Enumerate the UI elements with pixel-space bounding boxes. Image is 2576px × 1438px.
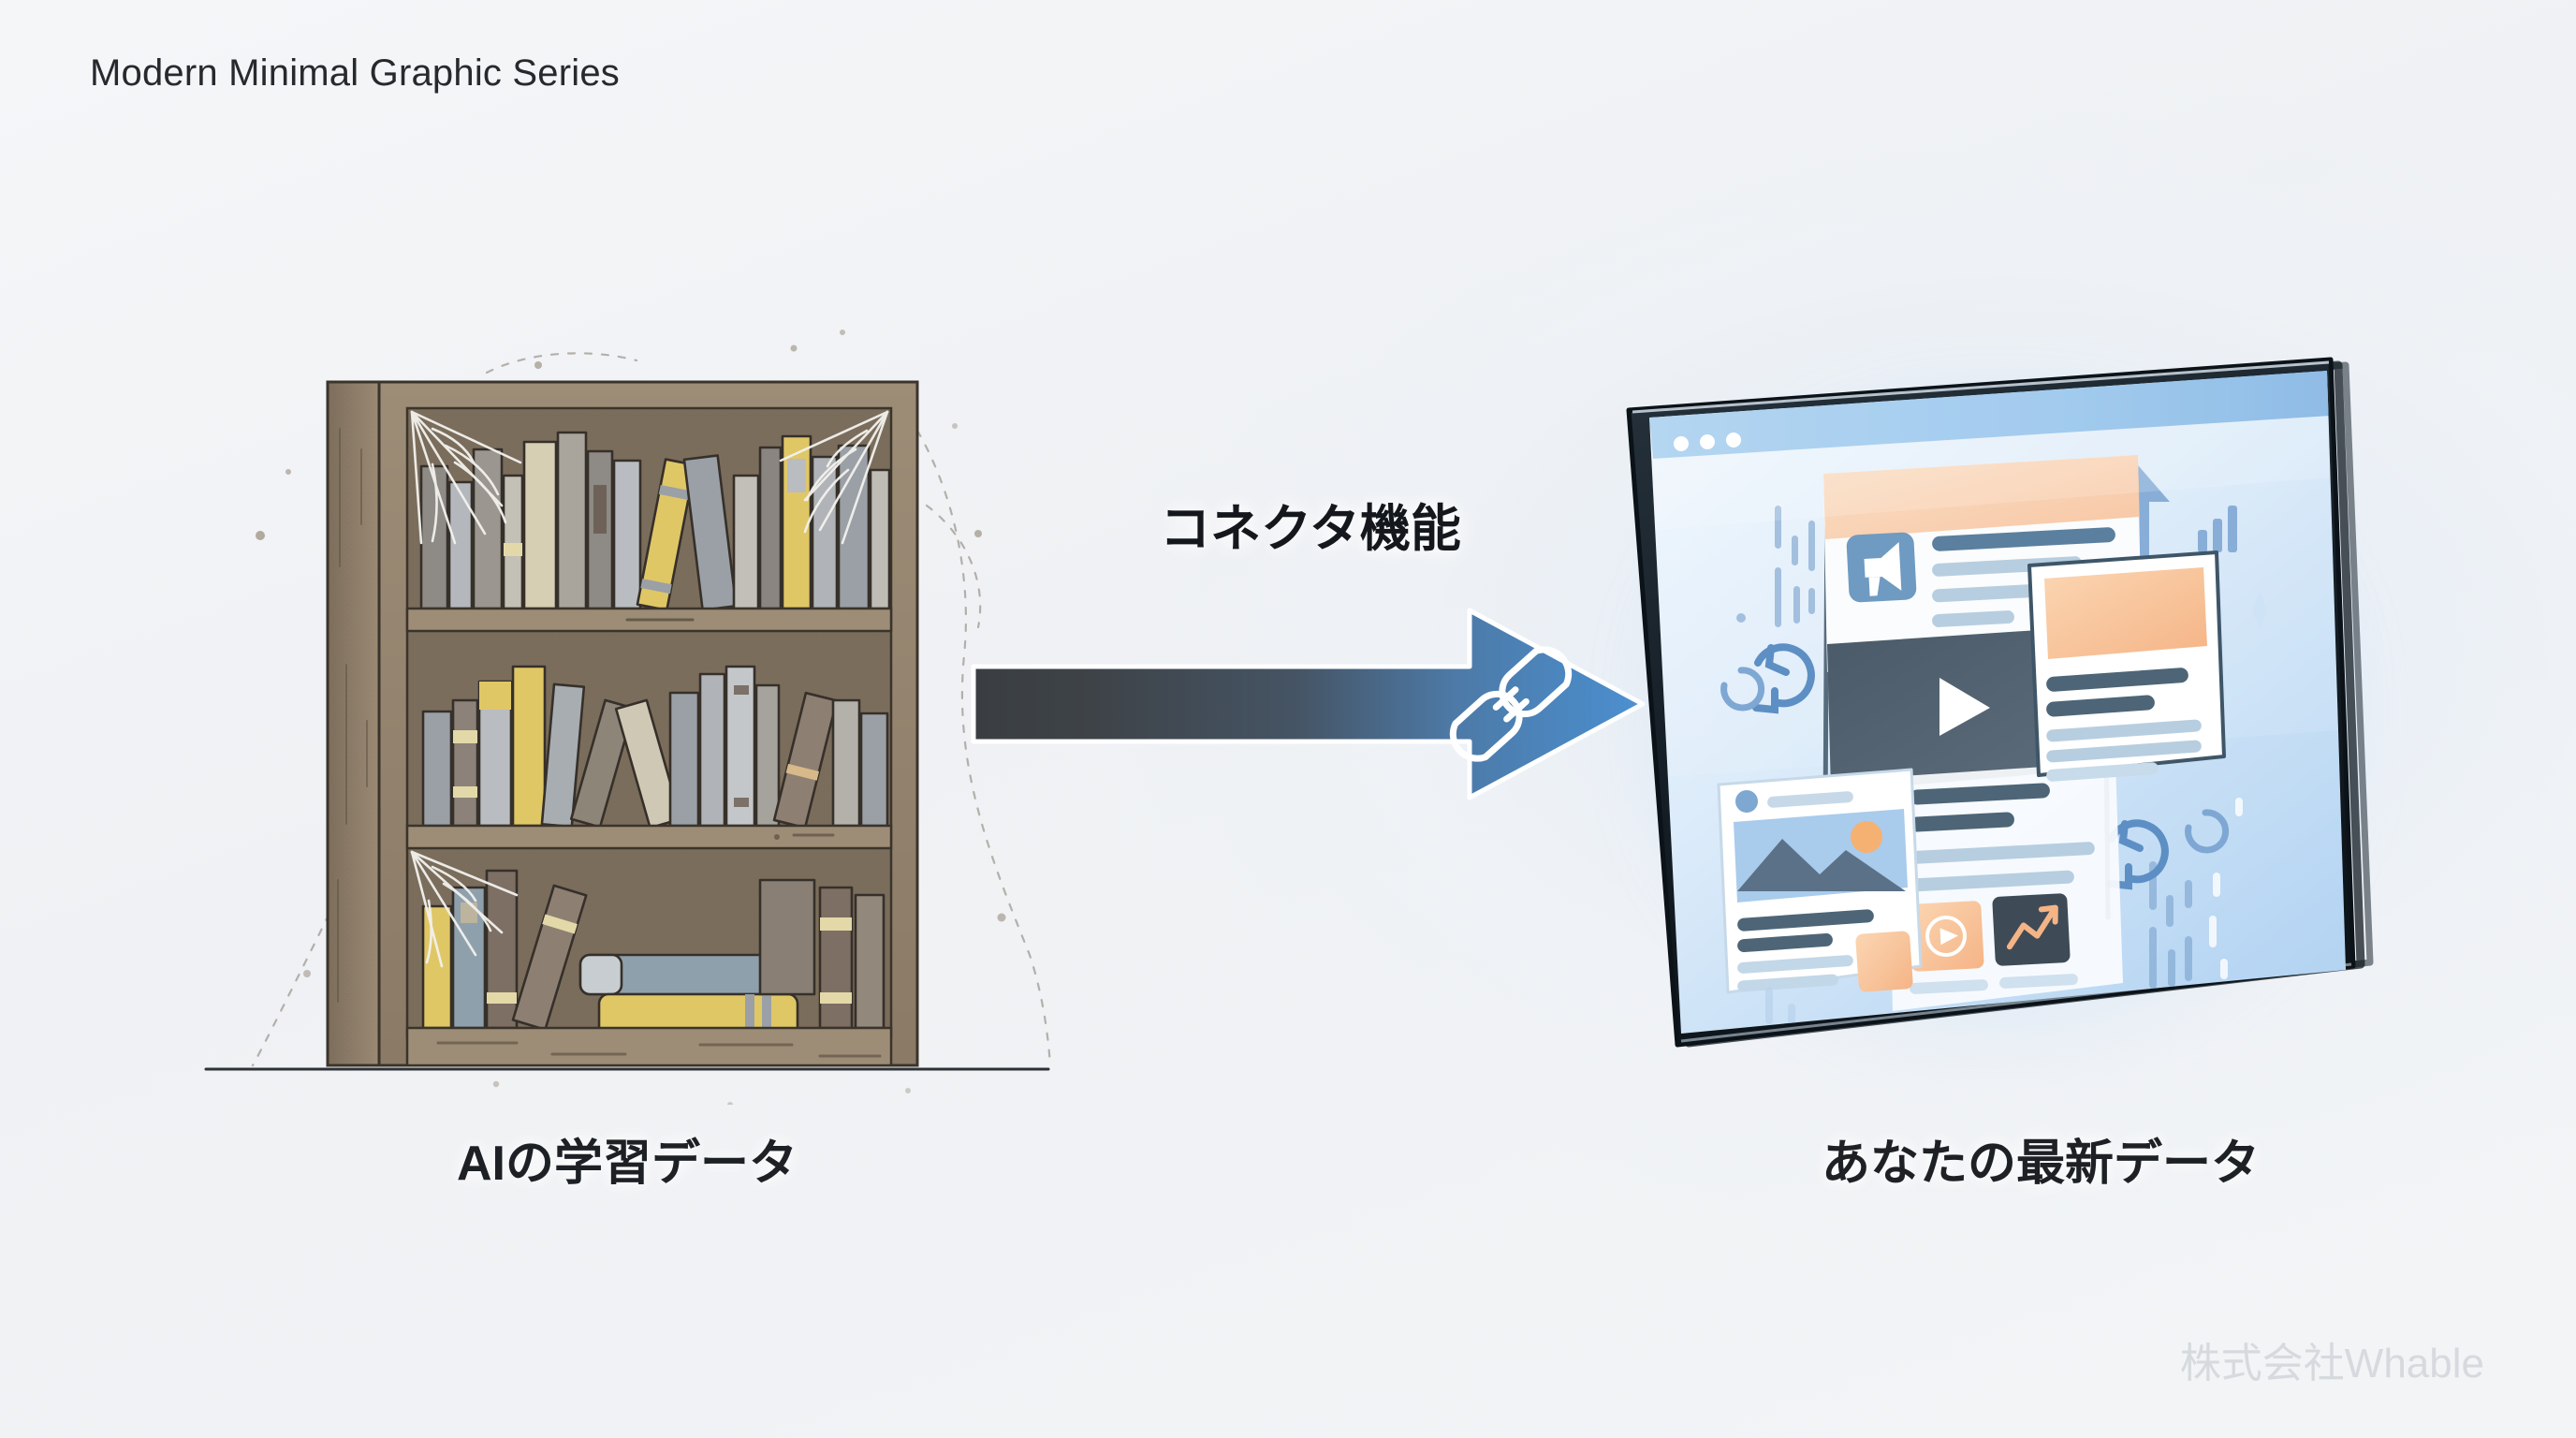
media-thumb-chart xyxy=(1992,893,2071,966)
cobweb-bottom-left xyxy=(410,850,519,968)
connector-arrow xyxy=(945,562,1676,843)
left-caption: AIの学習データ xyxy=(456,1137,798,1191)
media-thumb-play xyxy=(1908,901,1984,972)
arc-icon xyxy=(1720,667,1765,712)
play-icon xyxy=(1939,678,1990,736)
shelf-board-base xyxy=(405,1026,893,1067)
plug-connector-icon xyxy=(1449,646,1573,762)
text-column xyxy=(1887,762,2123,1011)
cobweb-top-left xyxy=(410,410,522,545)
announcement-text-lines xyxy=(1932,527,2115,627)
data-stream-dashes xyxy=(1736,506,1815,627)
data-stream-dashes-white xyxy=(2209,798,2243,979)
tablet-illustration xyxy=(1591,337,2396,1105)
watermark: 株式会社Whable xyxy=(2179,1341,2484,1387)
bar-chart-icon xyxy=(2198,506,2237,552)
bookshelf-illustration xyxy=(187,262,1067,1105)
window-titlebar xyxy=(1649,371,2331,459)
photo-card-thumb xyxy=(1855,931,1913,992)
data-stream-dashes-right xyxy=(2149,861,2192,989)
avatar xyxy=(1735,790,1758,813)
shelf-row-bottom xyxy=(421,869,886,1037)
document-card xyxy=(2027,550,2226,782)
sparkle-icon xyxy=(2252,592,2267,629)
shelf-row-middle xyxy=(421,665,889,829)
right-caption: あなたの最新データ xyxy=(1821,1137,2260,1191)
shelf-board-2 xyxy=(405,824,893,850)
page-title: Modern Minimal Graphic Series xyxy=(90,52,620,94)
image-mountain-icon xyxy=(1734,809,1908,902)
lower-dash-accents xyxy=(1765,987,1795,1028)
dust-halo xyxy=(251,352,1052,1067)
arrow-shape xyxy=(971,608,1646,800)
megaphone-icon xyxy=(1864,541,1902,596)
photo-card xyxy=(1717,768,1923,994)
arc-icon-2 xyxy=(2185,809,2230,854)
sync-icon xyxy=(1752,643,1815,714)
window-dots xyxy=(1674,433,1741,451)
arrow-label: コネクタ機能 xyxy=(1160,501,1461,557)
cobweb-top-right xyxy=(779,410,889,545)
